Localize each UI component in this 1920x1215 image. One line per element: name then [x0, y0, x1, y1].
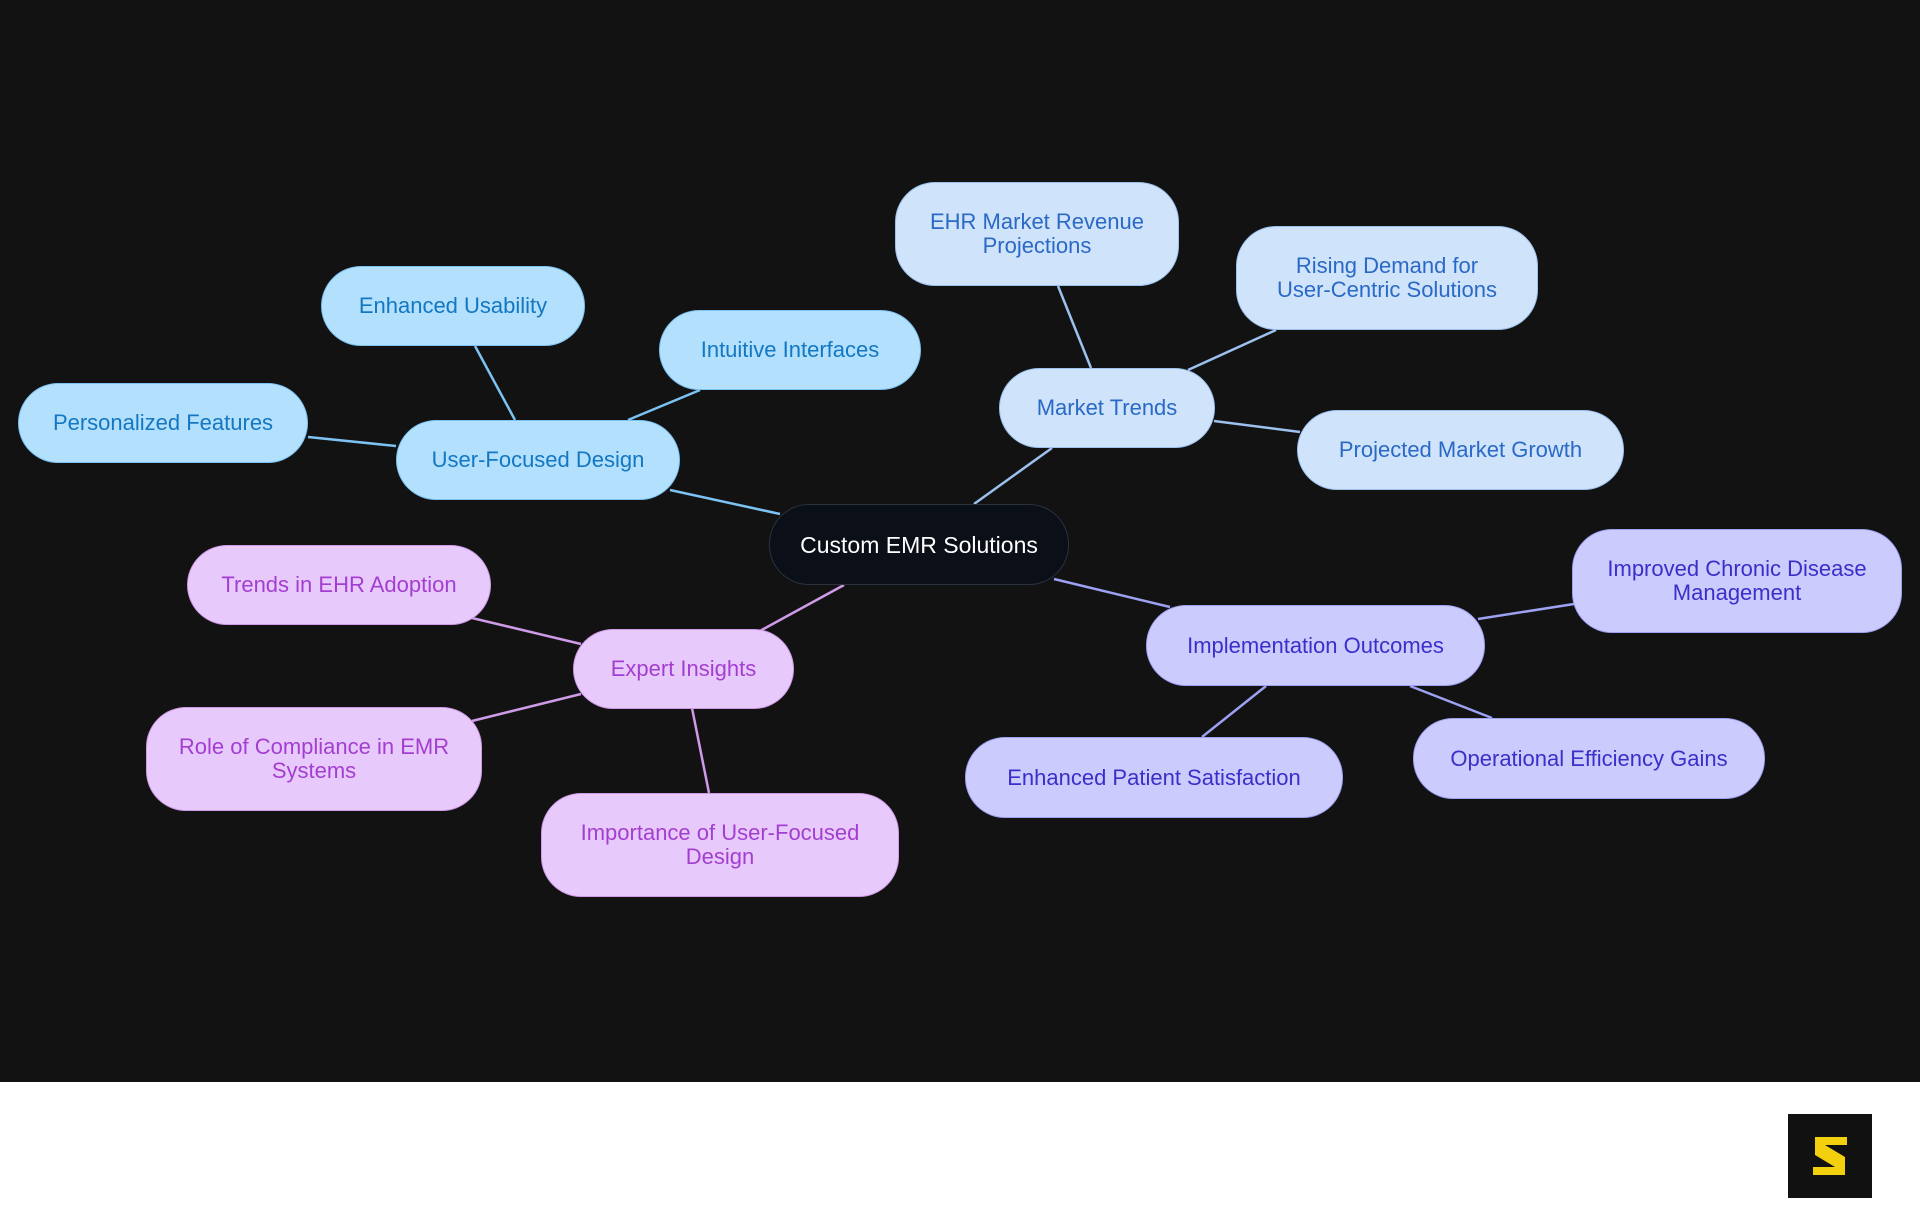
node-importance-of-user-focused-design-label: Importance of User-Focused Design — [580, 820, 860, 869]
edge-expert-insights-compliance — [471, 692, 582, 723]
edge-root-market-trends — [973, 446, 1053, 506]
edge-user-focused-design-enhanced-usability — [473, 345, 517, 421]
node-trends-in-ehr-adoption-label: Trends in EHR Adoption — [221, 572, 457, 597]
node-intuitive-interfaces-label: Intuitive Interfaces — [700, 337, 880, 362]
edge-expert-insights-importance-ufd — [690, 707, 711, 794]
brand-logo-icon — [1788, 1114, 1872, 1198]
node-expert-insights[interactable]: Expert Insights — [573, 629, 794, 709]
node-projected-market-growth[interactable]: Projected Market Growth — [1297, 410, 1624, 490]
edge-user-focused-design-intuitive-interfaces — [627, 388, 701, 422]
node-improved-chronic-disease-label: Improved Chronic Disease Management — [1607, 556, 1867, 605]
node-intuitive-interfaces[interactable]: Intuitive Interfaces — [659, 310, 921, 390]
brand-logo-glyph — [1813, 1137, 1847, 1175]
edge-implementation-outcomes-chronic-disease — [1477, 602, 1575, 621]
edge-root-implementation-outcomes — [1053, 577, 1171, 609]
edge-root-user-focused-design — [669, 488, 781, 516]
node-user-focused-design[interactable]: User-Focused Design — [396, 420, 680, 500]
node-personalized-features-label: Personalized Features — [52, 410, 274, 435]
edge-expert-insights-trends-ehr — [471, 616, 582, 646]
node-projected-market-growth-label: Projected Market Growth — [1338, 437, 1583, 462]
node-importance-of-user-focused-design[interactable]: Importance of User-Focused Design — [541, 793, 899, 897]
node-operational-efficiency-gains[interactable]: Operational Efficiency Gains — [1413, 718, 1765, 799]
node-enhanced-usability-label: Enhanced Usability — [358, 293, 548, 318]
node-enhanced-patient-satisfaction-label: Enhanced Patient Satisfaction — [1007, 764, 1301, 790]
node-operational-efficiency-gains-label: Operational Efficiency Gains — [1450, 745, 1728, 771]
node-trends-in-ehr-adoption[interactable]: Trends in EHR Adoption — [187, 545, 491, 625]
mindmap-canvas: Custom EMR Solutions User-Focused Design… — [0, 0, 1920, 1082]
node-user-focused-design-label: User-Focused Design — [431, 447, 645, 472]
node-improved-chronic-disease[interactable]: Improved Chronic Disease Management — [1572, 529, 1902, 633]
node-ehr-market-revenue-projections-label: EHR Market Revenue Projections — [930, 209, 1144, 258]
root-node[interactable]: Custom EMR Solutions — [769, 504, 1069, 585]
node-implementation-outcomes[interactable]: Implementation Outcomes — [1146, 605, 1485, 686]
node-implementation-outcomes-label: Implementation Outcomes — [1187, 632, 1444, 658]
node-personalized-features[interactable]: Personalized Features — [18, 383, 308, 463]
page-footer — [0, 1082, 1920, 1215]
node-role-of-compliance[interactable]: Role of Compliance in EMR Systems — [146, 707, 482, 811]
node-market-trends-label: Market Trends — [1036, 395, 1178, 420]
node-rising-demand-user-centric[interactable]: Rising Demand for User-Centric Solutions — [1236, 226, 1538, 330]
edge-market-trends-rising-demand — [1187, 328, 1277, 372]
node-enhanced-patient-satisfaction[interactable]: Enhanced Patient Satisfaction — [965, 737, 1343, 818]
node-expert-insights-label: Expert Insights — [610, 656, 757, 681]
node-ehr-market-revenue-projections[interactable]: EHR Market Revenue Projections — [895, 182, 1179, 286]
edge-market-trends-projected-growth — [1213, 419, 1301, 434]
edge-root-expert-insights — [757, 583, 845, 634]
root-node-label: Custom EMR Solutions — [800, 531, 1038, 558]
node-role-of-compliance-label: Role of Compliance in EMR Systems — [178, 734, 450, 783]
node-market-trends[interactable]: Market Trends — [999, 368, 1215, 448]
mindmap-connectors — [307, 285, 1575, 794]
node-enhanced-usability[interactable]: Enhanced Usability — [321, 266, 585, 346]
node-rising-demand-user-centric-label: Rising Demand for User-Centric Solutions — [1276, 253, 1498, 302]
edge-implementation-outcomes-patient-satisfaction — [1201, 685, 1267, 738]
edge-implementation-outcomes-efficiency — [1409, 684, 1493, 720]
edge-user-focused-design-personalized-features — [307, 435, 397, 448]
edge-market-trends-ehr-revenue — [1056, 285, 1093, 369]
